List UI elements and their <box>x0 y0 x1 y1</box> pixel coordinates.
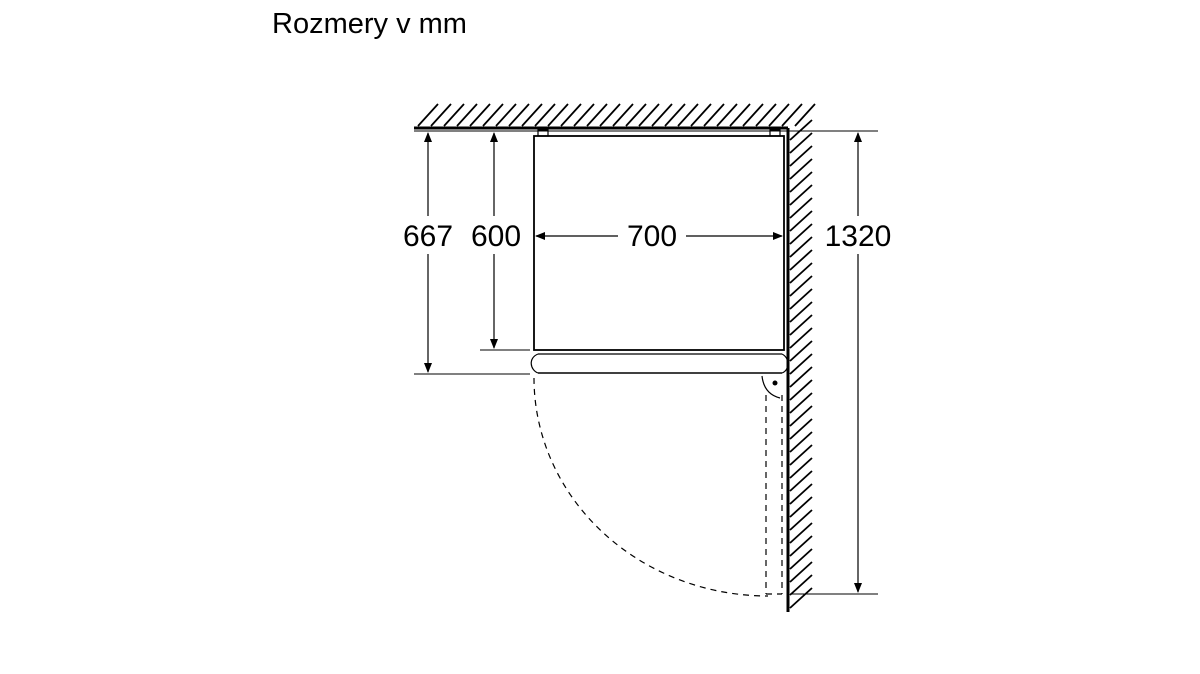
hatch-stroke <box>789 340 813 362</box>
appliance <box>530 129 789 374</box>
hatch-stroke <box>789 496 813 518</box>
label-bg-667 <box>402 216 456 254</box>
hatch-stroke <box>789 314 813 336</box>
door-swing <box>533 377 783 597</box>
hatch-stroke <box>573 103 595 127</box>
hatch-stroke <box>789 288 813 310</box>
hatch-stroke <box>729 103 751 127</box>
hatch-stroke <box>789 210 813 232</box>
dimension-label-667: 667 <box>403 220 453 253</box>
label-bg-600 <box>468 216 522 254</box>
dimension-label-1320: 1320 <box>825 220 892 253</box>
door-handle-left <box>530 353 539 374</box>
hatch-stroke <box>638 103 660 127</box>
hatch-stroke <box>456 103 478 127</box>
hatch-stroke <box>789 470 813 492</box>
side-wall-hatching <box>789 119 813 609</box>
hatch-stroke <box>755 103 777 127</box>
hatch-stroke <box>789 145 813 167</box>
rear-spacer-left <box>537 129 549 137</box>
hatch-stroke <box>560 103 582 127</box>
hatch-stroke <box>789 249 813 271</box>
hatch-stroke <box>789 431 813 453</box>
hatch-stroke <box>789 158 813 180</box>
hatch-stroke <box>625 103 647 127</box>
hatch-stroke <box>789 353 813 375</box>
hatch-stroke <box>789 548 813 570</box>
hatch-stroke <box>789 418 813 440</box>
hatch-stroke <box>789 262 813 284</box>
hatch-stroke <box>521 103 543 127</box>
hatch-stroke <box>781 103 803 127</box>
hatch-stroke <box>789 379 813 401</box>
hatch-stroke <box>690 103 712 127</box>
hatch-stroke <box>789 236 813 258</box>
hatch-stroke <box>612 103 634 127</box>
hatch-stroke <box>703 103 725 127</box>
hatch-stroke <box>417 103 439 127</box>
hatch-stroke <box>443 103 465 127</box>
hatch-stroke <box>789 197 813 219</box>
hatch-stroke <box>789 535 813 557</box>
hatch-stroke <box>789 405 813 427</box>
hatch-stroke <box>789 483 813 505</box>
hatch-stroke <box>469 103 491 127</box>
hatch-stroke <box>547 103 569 127</box>
dimension-label-600: 600 <box>471 220 521 253</box>
door-swing-arc <box>533 377 769 597</box>
door-handle-right <box>781 353 789 374</box>
hatch-stroke <box>789 444 813 466</box>
hatch-stroke <box>508 103 530 127</box>
hatch-stroke <box>768 103 790 127</box>
hatch-stroke <box>789 509 813 531</box>
hatch-stroke <box>789 184 813 206</box>
appliance-body <box>533 135 785 351</box>
hatch-stroke <box>789 457 813 479</box>
hatch-stroke <box>789 561 813 583</box>
hatch-stroke <box>430 103 452 127</box>
dimension-label-700: 700 <box>627 220 677 253</box>
hatch-stroke <box>789 327 813 349</box>
diagram-title: Rozmery v mm <box>272 8 467 40</box>
hatch-stroke <box>482 103 504 127</box>
label-bg-1320 <box>824 216 892 254</box>
hatch-stroke <box>586 103 608 127</box>
hatch-stroke <box>789 171 813 193</box>
hatch-stroke <box>789 119 813 141</box>
hatch-stroke <box>495 103 517 127</box>
hatch-stroke <box>789 301 813 323</box>
hinge-arc <box>761 375 781 399</box>
hatch-stroke <box>664 103 686 127</box>
hatch-stroke <box>789 522 813 544</box>
hatch-stroke <box>789 275 813 297</box>
back-wall-hatching <box>417 103 816 127</box>
hatch-stroke <box>794 103 816 127</box>
hatch-stroke <box>742 103 764 127</box>
hinge <box>761 375 781 399</box>
hatch-stroke <box>789 223 813 245</box>
hatch-stroke <box>599 103 621 127</box>
hatch-stroke <box>534 103 556 127</box>
hatch-stroke <box>789 587 813 609</box>
rear-spacer-right <box>769 129 781 137</box>
hatch-stroke <box>789 574 813 596</box>
hatch-stroke <box>716 103 738 127</box>
hatch-stroke <box>789 132 813 154</box>
hatch-stroke <box>789 366 813 388</box>
hatch-stroke <box>651 103 673 127</box>
hinge-pivot-icon <box>772 380 778 386</box>
hatch-stroke <box>677 103 699 127</box>
hatch-stroke <box>789 392 813 414</box>
